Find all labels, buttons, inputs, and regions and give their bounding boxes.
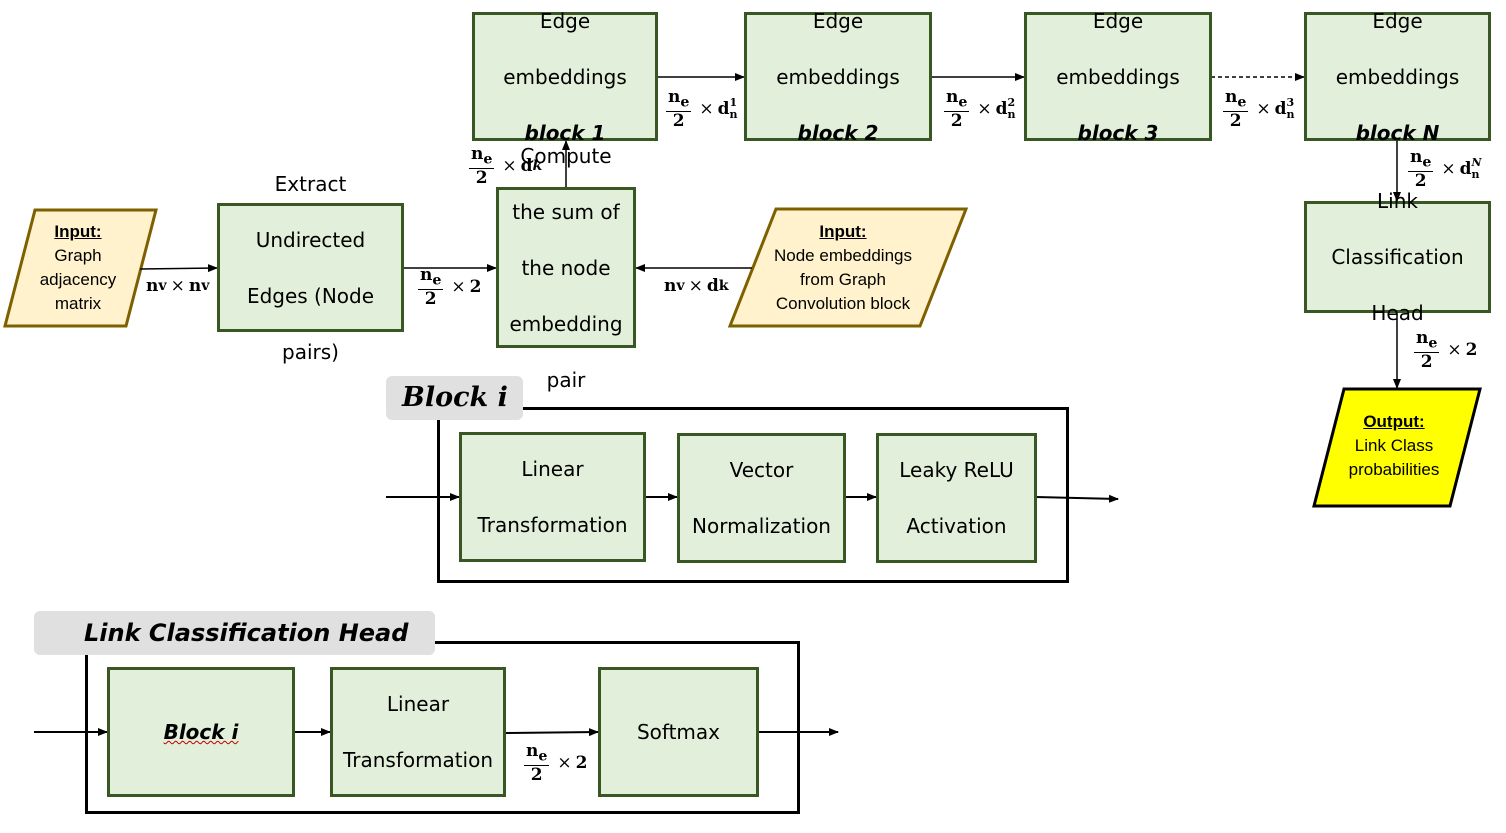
box-line: embeddings: [503, 64, 627, 89]
box-subtitle: block N: [1355, 120, 1440, 145]
output-node: Output: Link Class probabilities: [1330, 400, 1458, 492]
box-line: Transformation: [342, 748, 494, 772]
input-graph-shape: [3, 208, 158, 328]
block-i-linear-box: Linear Transformation: [459, 432, 646, 562]
input-node-title: Input:: [819, 222, 867, 241]
box-line: Transformation: [477, 513, 628, 537]
edge-block-3-box: Edge embeddings block 3: [1024, 9, 1212, 145]
lch-softmax-box: Softmax: [598, 667, 759, 797]
lch-linear-box: Linear Transformation: [330, 667, 506, 797]
box-line: Classification: [1331, 245, 1464, 269]
box-line: Normalization: [692, 514, 831, 538]
input-graph-node: Input: Graph adjacency matrix: [22, 214, 134, 322]
box-line: Edge: [1092, 8, 1144, 33]
input-graph-line: adjacency: [39, 270, 117, 289]
box-line: pairs): [282, 339, 339, 364]
lch-tag: Link Classification Head: [34, 611, 435, 655]
input-graph-title: Input:: [54, 222, 102, 241]
input-node-line: Convolution block: [775, 294, 911, 313]
box-line: embedding: [509, 311, 623, 336]
box-line: Activation: [906, 514, 1007, 538]
box-line: Edge: [539, 8, 591, 33]
box-line: embeddings: [776, 64, 900, 89]
lch-tag-label: Link Classification Head: [84, 619, 409, 647]
box-line: embeddings: [1056, 64, 1180, 89]
block-i-norm-box: Vector Normalization: [677, 433, 846, 563]
arrow-linear-to-softmax: [504, 728, 599, 737]
output-title: Output:: [1363, 412, 1425, 431]
box-label: Softmax: [636, 720, 721, 744]
box-line: Edges (Node: [246, 283, 375, 308]
input-graph-line: Graph: [54, 246, 102, 265]
box-line: Head: [1371, 301, 1424, 325]
box-line: embeddings: [1335, 64, 1460, 89]
block-i-tag: Block i: [386, 376, 523, 420]
block-i-tag-label: Block i: [402, 382, 508, 413]
lch-frame: [85, 641, 800, 814]
box-line: Edge: [812, 8, 864, 33]
box-line: the node: [521, 255, 611, 280]
block-i-relu-box: Leaky ReLU Activation: [876, 433, 1037, 563]
output-line: Link Class: [1354, 436, 1434, 455]
box-line: Undirected: [255, 227, 366, 252]
arrow-input-to-extract: [139, 264, 218, 273]
box-line: Leaky ReLU: [899, 458, 1014, 482]
edge-block-n-box: Edge embeddings block N: [1304, 9, 1491, 145]
compute-sum-box: Compute the sum of the node embedding pa…: [496, 144, 636, 392]
output-line: probabilities: [1348, 460, 1440, 479]
box-label: Block i: [163, 720, 239, 744]
link-classification-head-box: Link Classification Head: [1304, 189, 1491, 325]
input-node-node: Input: Node embeddings from Graph Convol…: [755, 214, 931, 322]
edge-block-1-box: Edge embeddings block 1: [472, 9, 658, 145]
box-subtitle: block 1: [524, 120, 606, 145]
input-node-line: from Graph: [800, 270, 886, 289]
box-line: Extract: [274, 171, 347, 196]
box-subtitle: block 2: [797, 120, 879, 145]
box-line: pair: [546, 367, 586, 392]
extract-edges-box: Extract Undirected Edges (Node pairs): [217, 172, 404, 364]
box-line: the sum of: [512, 199, 620, 224]
lch-block-i-box: Block i: [107, 667, 295, 797]
output-shape: [1312, 387, 1482, 508]
input-node-line: Node embeddings: [774, 246, 912, 265]
box-subtitle: block 3: [1077, 120, 1159, 145]
box-line: Edge: [1372, 8, 1423, 33]
box-line: Compute: [520, 143, 612, 168]
input-node-shape: [727, 207, 969, 328]
box-line: Vector: [729, 458, 794, 482]
box-line: Link: [1377, 189, 1418, 213]
box-line: Linear: [386, 692, 450, 716]
block-i-frame: [437, 407, 1069, 583]
input-graph-line: matrix: [54, 294, 102, 313]
arrow-blocki-out: [1035, 494, 1119, 503]
box-line: Linear: [521, 457, 584, 481]
edge-block-2-box: Edge embeddings block 2: [744, 9, 932, 145]
